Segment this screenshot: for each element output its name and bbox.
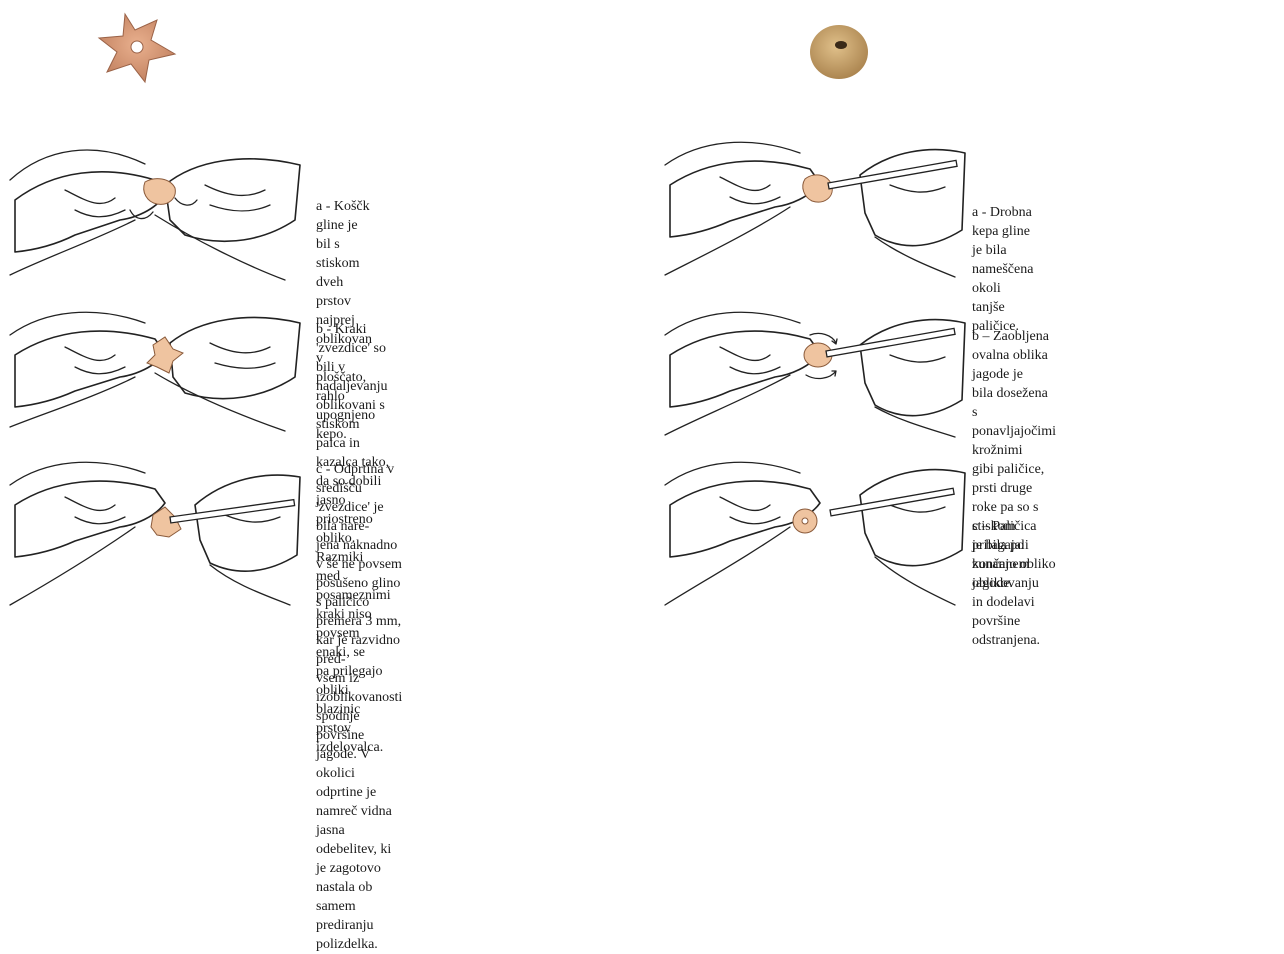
right-step-c-caption: c – Paličica je bila po končanem oblikov… — [972, 519, 1041, 648]
hands-placing-clay-on-stick-drawing — [664, 141, 966, 278]
left-step-c-caption: c - Odprtina v središču 'zvezdice' je bi… — [316, 462, 403, 952]
hands-removing-stick-drawing — [664, 461, 966, 606]
round-bead-photo — [810, 25, 868, 79]
hands-rotating-stick-drawing — [664, 311, 966, 438]
star-bead-photo — [97, 12, 177, 84]
right-step-b-caption: b – Zaobljena ovalna oblika jagode je bi… — [972, 329, 1056, 591]
right-step-a-caption: a - Drobna kepa gline je bila nameščena … — [972, 205, 1034, 334]
hands-shaping-star-drawing — [9, 311, 301, 432]
hands-piercing-bead-drawing — [9, 461, 301, 606]
left-step-a-caption: a - Koščk gline je bil s stiskom dveh pr… — [316, 199, 376, 442]
hands-pinching-clay-drawing — [9, 149, 301, 281]
